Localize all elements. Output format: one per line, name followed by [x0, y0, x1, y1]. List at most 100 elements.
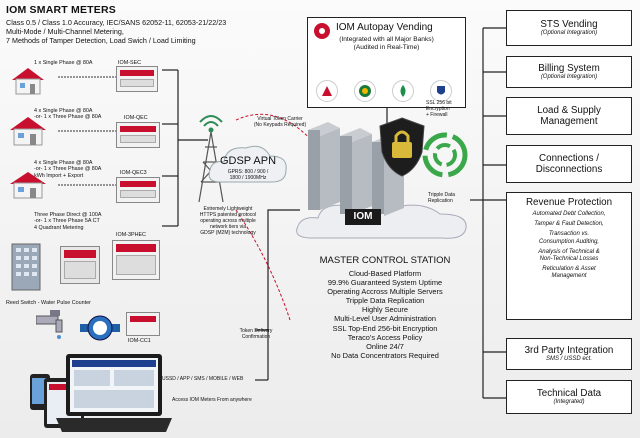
meter-model-label: IOM-QEC: [124, 115, 148, 121]
meter-model-label: IOM-SEC: [118, 60, 142, 66]
revenue-item-line: Management: [551, 273, 587, 280]
integration-title: Revenue Protection: [525, 197, 613, 208]
vending-title: IOM Autopay Vending: [336, 22, 433, 33]
station-feature: Cloud-Based Platform: [348, 269, 422, 278]
meter-desc-line: Three Phase Direct @ 100A: [34, 212, 102, 218]
meters-spec-line: Class 0.5 / Class 1.0 Accuracy, IEC/SANS…: [6, 18, 227, 27]
replication-line: Replication: [428, 198, 453, 204]
cable-icon: [58, 76, 118, 78]
integration-sub: SMS / USSD ect.: [545, 355, 592, 362]
ssl-note: SSL 256 bit Encryption + Firewall: [426, 100, 452, 118]
virtual-token-line: (No Keypads Required): [253, 122, 307, 128]
revenue-item: Automated Debt Collection,: [510, 211, 628, 218]
protocol-line: Extremely Lightweight: [203, 206, 253, 212]
revenue-item-line: Automated Debt Collection,: [532, 211, 606, 217]
meter-device-icon: [112, 240, 160, 280]
meter-model-label: IOM-QEC3: [120, 170, 147, 176]
water-tap-icon: [36, 310, 63, 339]
channels-label: USSD / APP / SMS / MOBILE / WEB: [162, 376, 244, 382]
ssl-line: Encryption: [426, 106, 450, 112]
station-feature: Teraco's Access Policy: [347, 332, 423, 342]
replication-icon: [422, 132, 468, 178]
integration-title: STS Vending: [540, 18, 598, 30]
meter-row-desc: Three Phase Direct @ 100A -or- 1 x Three…: [34, 212, 102, 231]
integration-title: 3rd Party Integration: [524, 344, 614, 356]
revenue-item: Tamper & Fault Detection,: [510, 221, 628, 228]
meter-desc-line: kWh Import + Export: [34, 172, 84, 179]
meter-model-label: IOM-3PHEC: [116, 232, 146, 238]
vending-box: IOM Autopay Vending (Integrated with all…: [307, 17, 466, 108]
meter-device-icon: [116, 177, 160, 203]
integration-connections: Connections / Disconnections: [506, 145, 632, 183]
access-label: Access IOM Meters From anywhere: [172, 397, 252, 403]
meter-panel-icon: [60, 246, 100, 284]
meter-desc-line: -or- 1 x Three Phase 5A CT: [34, 218, 100, 225]
server-rack-icon: [308, 122, 404, 216]
revenue-item-line: Tamper & Fault Detection,: [534, 221, 604, 228]
station-feature: 99.9% Guaranteed System Uptime: [327, 278, 443, 288]
integration-title: Management: [540, 116, 598, 127]
bank-logo-icon: [316, 80, 338, 102]
integration-sub: (Integrated): [553, 398, 585, 405]
bank-logo-icon: [354, 80, 376, 102]
meter-row-desc: 1 x Single Phase @ 80A: [34, 60, 93, 66]
station-feature: Tripple Data Replication: [345, 296, 425, 306]
integration-title: Billing System: [538, 62, 600, 74]
meter-row-desc: 4 x Single Phase @ 80A -or- 1 x Three Ph…: [34, 108, 101, 121]
meters-spec-line: 7 Methods of Tamper Detection, Load Swic…: [6, 36, 196, 45]
token-delivery-line: Confirmation: [241, 334, 271, 340]
integration-title: Connections /: [539, 153, 599, 164]
gear-icon: [314, 23, 330, 39]
building-icon: [11, 243, 41, 291]
integration-third-party: 3rd Party Integration SMS / USSD ect.: [506, 338, 632, 370]
virtual-token-line: Virtual Token Carrier: [257, 116, 303, 122]
revenue-item: Transaction vs.Consumption Auditing,: [510, 231, 628, 245]
protocol-line: HTTPS patented protocol: [199, 212, 257, 218]
integration-sub: (Optional Integration): [540, 29, 598, 36]
station-features: Cloud-Based Platform 99.9% Guaranteed Sy…: [294, 269, 476, 360]
meter-desc-line: 1 x Single Phase @ 80A: [34, 60, 93, 66]
house-icon: [10, 117, 46, 146]
meter-desc-line: 4 x Single Phase @ 80A: [34, 108, 93, 114]
vending-subtitle: (Integrated with all Major Banks) (Audit…: [314, 36, 459, 52]
house-icon: [10, 172, 46, 199]
station-feature: SSL Top-End 256-bit Encryption: [332, 323, 438, 333]
bank-logo-icon: [392, 80, 414, 102]
revenue-item-line: Transaction vs.: [548, 231, 590, 238]
apn-sub-line: GPRS: 800 / 900 /: [227, 169, 269, 175]
meter-desc-line: -or- 1 x Three Phase @ 80A: [34, 114, 102, 121]
meters-title: IOM SMART METERS: [6, 4, 116, 16]
station-feature: No Data Concentrators Required: [331, 350, 439, 360]
ssl-line: SSL 256 bit: [426, 100, 452, 106]
revenue-item-line: Reticulation & Asset: [542, 266, 596, 273]
protocol-line: operating across multiple: [200, 218, 256, 224]
station-feature: Operating Accross Multiple Servers: [327, 287, 443, 297]
revenue-item-line: Consumption Auditing,: [538, 238, 600, 245]
replication-line: Tripple Data: [428, 192, 456, 198]
meters-specs: Class 0.5 / Class 1.0 Accuracy, IEC/SANS…: [6, 18, 226, 45]
token-delivery-note: Token Delivery Confirmation: [228, 328, 284, 340]
cloud-icon: [208, 145, 287, 183]
integration-revenue: Revenue Protection Automated Debt Collec…: [506, 192, 632, 320]
station-feature: Online 24/7: [366, 341, 404, 351]
cable-icon: [58, 130, 118, 132]
meter-row-desc: 4 x Single Phase @ 80A -or- 1 x Three Ph…: [34, 160, 101, 179]
apn-title: GDSP APN: [219, 155, 277, 167]
revenue-item-line: Analysis of Technical &: [538, 248, 600, 255]
meter-device-icon: [116, 122, 160, 148]
cell-tower-icon: [198, 115, 224, 203]
water-meter-icon: [80, 315, 120, 341]
devices-icon: [30, 354, 172, 432]
replication-note: Tripple Data Replication: [428, 192, 455, 204]
shield-lock-icon: [379, 117, 425, 177]
meter-desc-line: 4 Quadrant Metering: [34, 224, 84, 231]
revenue-item-line: Non-Technical Losses: [539, 256, 599, 263]
token-delivery-line: Token Delivery: [239, 328, 273, 334]
meter-model-label: IOM-CC1: [128, 338, 151, 344]
pulse-counter-icon: [126, 312, 160, 336]
ssl-line: + Firewall: [426, 112, 448, 118]
iom-logo: IOM: [345, 209, 381, 225]
meters-spec-line: Multi-Mode / Multi-Channel Metering,: [6, 27, 124, 36]
integration-sts: STS Vending (Optional Integration): [506, 10, 632, 46]
